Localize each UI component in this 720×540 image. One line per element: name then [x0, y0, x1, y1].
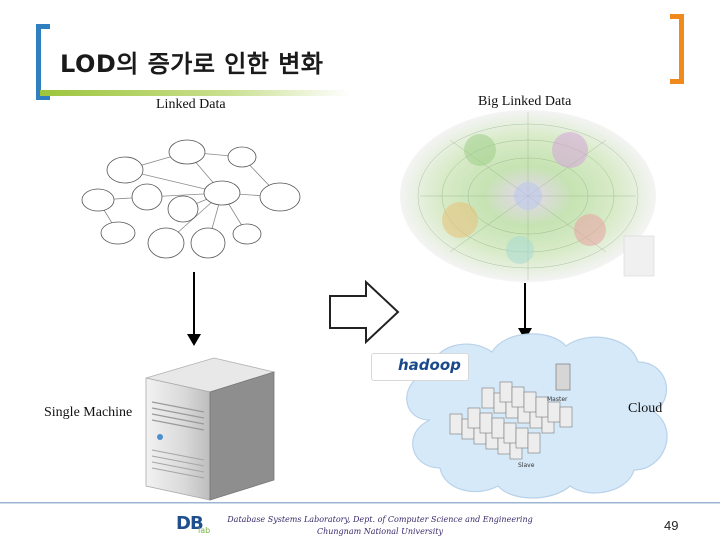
- page-number: 49: [664, 518, 679, 533]
- hadoop-logo: [371, 353, 469, 381]
- left-bracket-decoration: [36, 24, 50, 100]
- cluster-machines: [449, 363, 573, 460]
- slave-label: Slave: [518, 462, 535, 469]
- arrow-down-left-icon: [187, 272, 201, 346]
- right-bracket-decoration: [670, 14, 684, 84]
- slide-title: LOD의 증가로 인한 변화: [60, 50, 324, 78]
- title-underline: [40, 90, 350, 96]
- lod-cloud-image: [400, 110, 656, 282]
- dblab-logo-sub: lab: [198, 526, 211, 535]
- footer-affiliation: Database Systems Laboratory, Dept. of Co…: [190, 514, 570, 538]
- arrow-down-right-icon: [518, 283, 532, 340]
- dblab-logo: DB: [176, 513, 204, 534]
- server-icon: [145, 357, 276, 501]
- hadoop-logo-text: hadoop: [398, 356, 461, 374]
- master-label: Master: [547, 396, 568, 403]
- master-node: [555, 363, 571, 391]
- big-linked-data-caption: Big Linked Data: [478, 94, 572, 109]
- cloud-label: Cloud: [628, 401, 663, 416]
- footer-line-1: Database Systems Laboratory, Dept. of Co…: [227, 515, 533, 524]
- footer-line-2: Chungnam National University: [316, 527, 444, 536]
- linked-data-caption: Linked Data: [156, 97, 226, 112]
- transition-arrow-icon: [329, 279, 400, 345]
- lod-small-diagram: [80, 130, 308, 268]
- single-machine-label: Single Machine: [44, 405, 133, 420]
